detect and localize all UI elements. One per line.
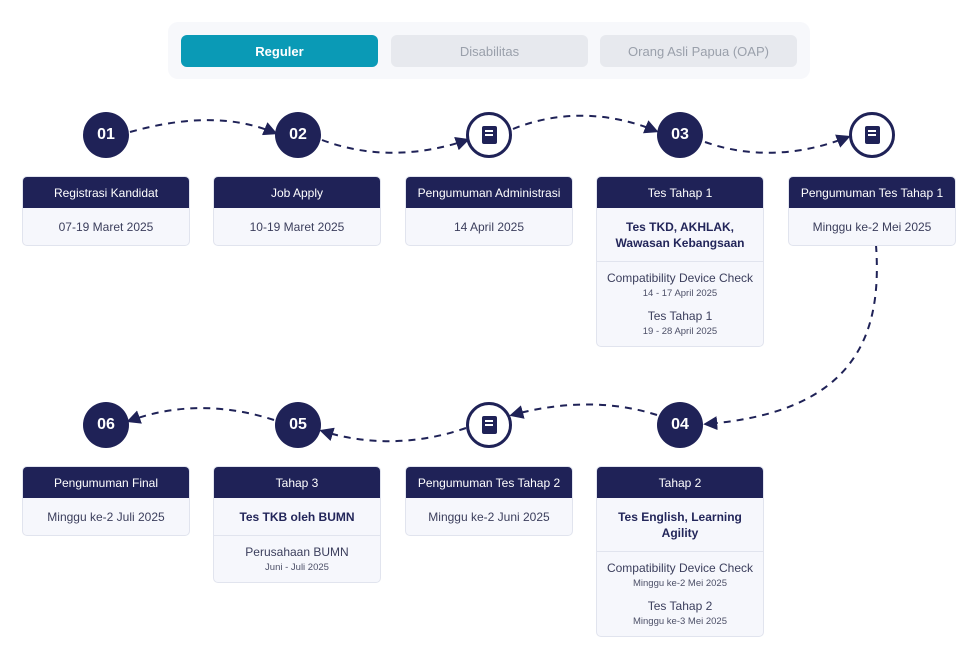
item-title: Compatibility Device Check — [606, 271, 754, 285]
item-title: Tes Tahap 1 — [647, 309, 713, 323]
item-title: Compatibility Device Check — [606, 561, 754, 575]
card-pengumuman-tes-tahap-2: Pengumuman Tes Tahap 2 Minggu ke-2 Juni … — [405, 466, 573, 536]
item-title: Tes Tahap 2 — [647, 599, 713, 613]
list-item: Perusahaan BUMN Juni - Juli 2025 — [214, 536, 380, 574]
connector-03-doc2 — [704, 134, 851, 154]
item-title: Perusahaan BUMN — [245, 545, 349, 559]
card-pengumuman-administrasi: Pengumuman Administrasi 14 April 2025 — [405, 176, 573, 246]
card-subtitle: Tes TKB oleh BUMN — [214, 498, 380, 536]
card-date: 10-19 Maret 2025 — [249, 219, 345, 234]
card-tahap-3: Tahap 3 Tes TKB oleh BUMN Perusahaan BUM… — [213, 466, 381, 583]
announcement-node-2 — [849, 112, 895, 158]
card-title: Pengumuman Final — [23, 467, 189, 498]
connector-05-06 — [126, 407, 275, 424]
card-date: Minggu ke-2 Juni 2025 — [428, 509, 550, 524]
document-icon — [864, 126, 880, 144]
connector-doc1-03 — [512, 114, 659, 134]
announcement-node-3 — [466, 402, 512, 448]
card-title: Registrasi Kandidat — [23, 177, 189, 208]
item-date: Minggu ke-3 Mei 2025 — [633, 616, 727, 627]
card-date: 07-19 Maret 2025 — [58, 219, 154, 234]
connector-01-02 — [129, 119, 278, 136]
connector-04-doc3 — [509, 403, 658, 419]
item-date: Minggu ke-2 Mei 2025 — [633, 578, 727, 589]
announcement-node-1 — [466, 112, 512, 158]
card-title: Tahap 2 — [597, 467, 763, 498]
item-date: 14 - 17 April 2025 — [642, 288, 718, 299]
step-node-06: 06 — [83, 402, 129, 448]
tab-oap[interactable]: Orang Asli Papua (OAP) — [600, 35, 797, 67]
item-date: Juni - Juli 2025 — [265, 562, 329, 573]
card-pengumuman-final: Pengumuman Final Minggu ke-2 Juli 2025 — [22, 466, 190, 536]
step-node-04: 04 — [657, 402, 703, 448]
list-item: Tes Tahap 1 19 - 28 April 2025 — [597, 300, 763, 338]
connector-02-doc1 — [321, 136, 470, 154]
card-registrasi-kandidat: Registrasi Kandidat 07-19 Maret 2025 — [22, 176, 190, 246]
card-date: Minggu ke-2 Juli 2025 — [47, 509, 165, 524]
selection-tab-bar: Reguler Disabilitas Orang Asli Papua (OA… — [168, 22, 810, 79]
list-item: Compatibility Device Check Minggu ke-2 M… — [597, 552, 763, 590]
card-subtitle: Tes TKD, AKHLAK, Wawasan Kebangsaan — [597, 208, 763, 262]
step-node-03: 03 — [657, 112, 703, 158]
card-title: Pengumuman Tes Tahap 2 — [406, 467, 572, 498]
connector-doc2-04 — [703, 244, 878, 431]
card-subtitle: Tes English, Learning Agility — [597, 498, 763, 552]
step-node-02: 02 — [275, 112, 321, 158]
card-tes-tahap-1: Tes Tahap 1 Tes TKD, AKHLAK, Wawasan Keb… — [596, 176, 764, 347]
card-title: Pengumuman Administrasi — [406, 177, 572, 208]
list-item: Tes Tahap 2 Minggu ke-3 Mei 2025 — [597, 590, 763, 628]
card-pengumuman-tes-tahap-1: Pengumuman Tes Tahap 1 Minggu ke-2 Mei 2… — [788, 176, 956, 246]
card-tahap-2: Tahap 2 Tes English, Learning Agility Co… — [596, 466, 764, 637]
document-icon — [481, 416, 497, 434]
card-job-apply: Job Apply 10-19 Maret 2025 — [213, 176, 381, 246]
step-node-01: 01 — [83, 112, 129, 158]
item-date: 19 - 28 April 2025 — [642, 326, 718, 337]
card-title: Pengumuman Tes Tahap 1 — [789, 177, 955, 208]
card-title: Job Apply — [214, 177, 380, 208]
card-date: Minggu ke-2 Mei 2025 — [812, 219, 932, 234]
list-item: Compatibility Device Check 14 - 17 April… — [597, 262, 763, 300]
tab-reguler[interactable]: Reguler — [181, 35, 378, 67]
step-node-05: 05 — [275, 402, 321, 448]
document-icon — [481, 126, 497, 144]
tab-disabilitas[interactable]: Disabilitas — [391, 35, 588, 67]
connector-doc3-05 — [319, 427, 467, 443]
card-title: Tes Tahap 1 — [597, 177, 763, 208]
card-date: 14 April 2025 — [453, 219, 525, 234]
card-title: Tahap 3 — [214, 467, 380, 498]
